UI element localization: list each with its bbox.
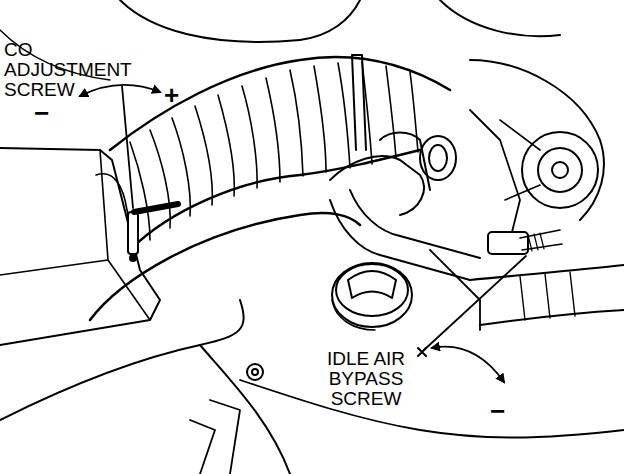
direction-sign: − — [34, 100, 49, 126]
direction-sign: + — [164, 82, 179, 108]
part-label: CO ADJUSTMENT SCREW — [4, 40, 134, 100]
part-label: IDLE AIR BYPASS SCREW — [316, 349, 416, 409]
direction-sign: − — [490, 398, 505, 424]
